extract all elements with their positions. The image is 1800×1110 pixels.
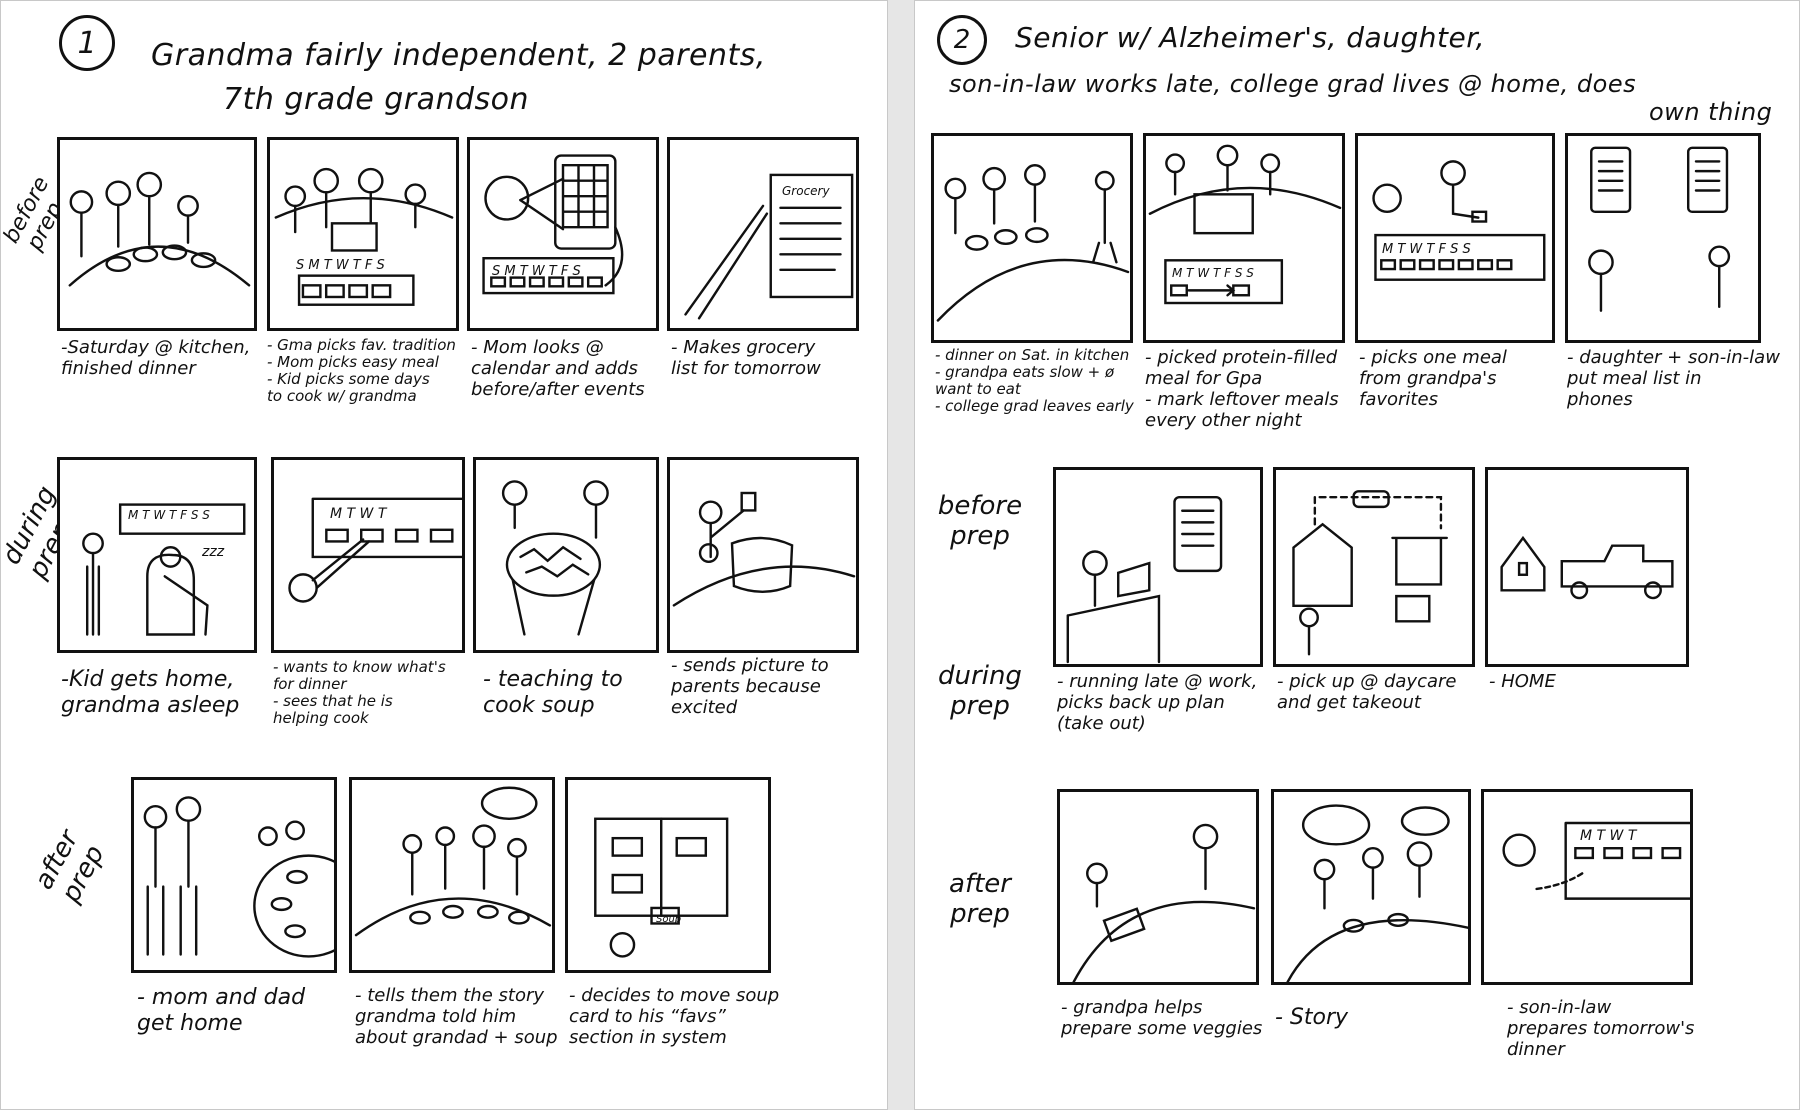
caption-a2: - tells them the story grandma told him … bbox=[355, 985, 558, 1048]
phase-label-before: before prep bbox=[937, 491, 1023, 551]
panel-b1-family-at-table bbox=[57, 137, 257, 331]
panel-b2-picking-meals: S M T W T F S bbox=[267, 137, 459, 331]
phase-label-after: after prep bbox=[949, 869, 1011, 929]
caption-d3: - teaching to cook soup bbox=[483, 667, 623, 718]
storyboard-title-line-1: Senior w/ Alzheimer's, daughter, bbox=[1015, 21, 1486, 54]
caption-a2: - Story bbox=[1275, 1005, 1349, 1030]
panel-b3-picks-favorite: M T W T F S S bbox=[1355, 133, 1555, 343]
panel-a3-moves-soup-card: Soup bbox=[565, 777, 771, 973]
sketch-zzz: zzz bbox=[202, 544, 225, 560]
panel-d1-kid-home-grandma-asleep: M T W T F S S zzz bbox=[57, 457, 257, 653]
panel-a2-story bbox=[1271, 789, 1471, 985]
panel-b3-calendar-review: S M T W T F S bbox=[467, 137, 659, 331]
caption-a3: - son-in-law prepares tomorrow's dinner bbox=[1507, 997, 1695, 1060]
panel-d2-kid-sees-calendar: M T W T bbox=[271, 457, 465, 653]
caption-b3: - picks one meal from grandpa's favorite… bbox=[1359, 347, 1507, 410]
panel-b2-protein-meal: M T W T F S S bbox=[1143, 133, 1345, 343]
storyboard-page-1: 1 Grandma fairly independent, 2 parents,… bbox=[0, 0, 888, 1110]
caption-b4: - Makes grocery list for tomorrow bbox=[671, 337, 821, 379]
panel-d3-teaching-soup bbox=[473, 457, 659, 653]
panel-a1-parents-get-home bbox=[131, 777, 337, 973]
caption-d2: - wants to know what's for dinner - sees… bbox=[273, 658, 446, 727]
storyboard-number: 2 bbox=[937, 15, 987, 65]
storyboard-title-line-1: Grandma fairly independent, 2 parents, bbox=[151, 38, 766, 73]
panel-d1-running-late bbox=[1053, 467, 1263, 667]
phase-label-during: during prep bbox=[938, 661, 1022, 721]
storyboard-page-2: 2 Senior w/ Alzheimer's, daughter, son-i… bbox=[914, 0, 1800, 1110]
caption-b2: - Gma picks fav. tradition - Mom picks e… bbox=[267, 336, 456, 405]
caption-b4: - daughter + son-in-law put meal list in… bbox=[1567, 347, 1780, 410]
storyboard-number: 1 bbox=[59, 15, 115, 71]
sketch-week-days: M T W T bbox=[330, 506, 387, 522]
sketch-week-days: M T W T F S S bbox=[128, 508, 210, 522]
caption-a3: - decides to move soup card to his “favs… bbox=[569, 985, 780, 1048]
caption-d2: - pick up @ daycare and get takeout bbox=[1277, 671, 1457, 713]
caption-a1: - mom and dad get home bbox=[137, 985, 306, 1036]
caption-d1: -Kid gets home, grandma asleep bbox=[61, 667, 240, 718]
caption-d1: - running late @ work, picks back up pla… bbox=[1057, 671, 1258, 734]
panel-d3-home bbox=[1485, 467, 1689, 667]
caption-b3: - Mom looks @ calendar and adds before/a… bbox=[471, 337, 645, 400]
caption-a1: - grandpa helps prepare some veggies bbox=[1061, 997, 1263, 1039]
caption-b2: - picked protein-filled meal for Gpa - m… bbox=[1145, 347, 1339, 431]
panel-b1-dinner-saturday bbox=[931, 133, 1133, 343]
caption-b1: - dinner on Sat. in kitchen - grandpa ea… bbox=[935, 346, 1134, 415]
panel-a2-tells-story bbox=[349, 777, 555, 973]
storyboard-title-line-2: 7th grade grandson bbox=[223, 82, 530, 117]
sketch-week-days: S M T W T F S bbox=[296, 258, 385, 273]
phase-label-after: after prep bbox=[28, 825, 111, 908]
caption-b1: -Saturday @ kitchen, finished dinner bbox=[61, 337, 251, 379]
panel-a3-prepares-dinner: M T W T bbox=[1481, 789, 1693, 985]
panel-d4-sends-picture bbox=[667, 457, 859, 653]
sketch-week-days: S M T W T F S bbox=[492, 264, 581, 279]
storyboard-title-line-3: own thing bbox=[1649, 98, 1773, 126]
storyboard-title-line-2: son-in-law works late, college grad live… bbox=[949, 70, 1637, 98]
sketch-week-days: M T W T bbox=[1580, 828, 1637, 844]
panel-b4-list-in-phones bbox=[1565, 133, 1761, 343]
panel-b4-grocery-list: Grocery bbox=[667, 137, 859, 331]
caption-d4: - sends picture to parents because excit… bbox=[671, 655, 829, 718]
caption-d3: - HOME bbox=[1489, 671, 1556, 692]
sketch-week-days: M T W T F S S bbox=[1382, 242, 1471, 257]
panel-d2-daycare-takeout bbox=[1273, 467, 1475, 667]
panel-a1-grandpa-veggies bbox=[1057, 789, 1259, 985]
sketch-grocery-label: Grocery bbox=[782, 184, 830, 198]
sketch-week-days: M T W T F S S bbox=[1172, 266, 1254, 280]
sketch-soup-card-label: Soup bbox=[656, 914, 682, 925]
